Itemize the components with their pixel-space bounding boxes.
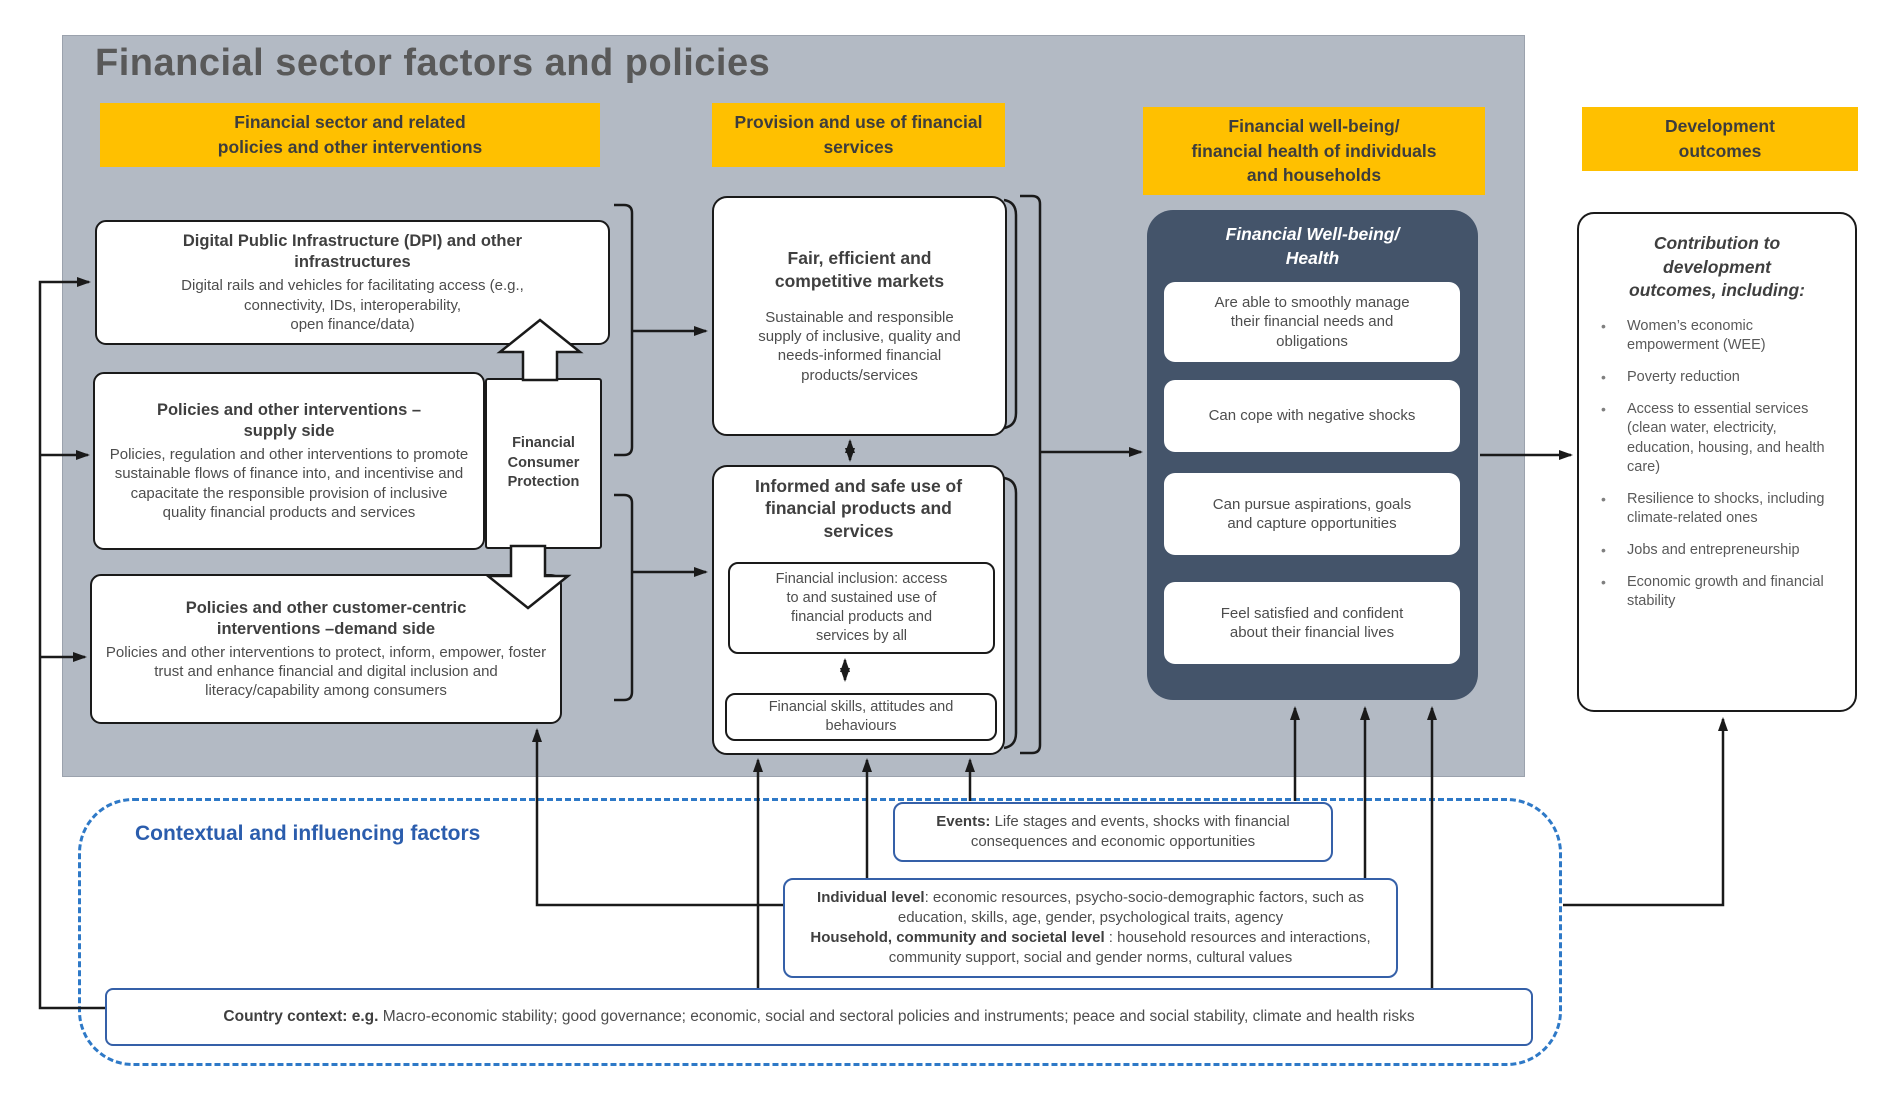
fair-markets-body: Sustainable and responsible supply of in… [758,309,961,384]
bullet-icon: • [1601,369,1606,386]
panel-title: Financial sector factors and policies [95,42,771,84]
household-level-text: Household, community and societal level … [810,929,1371,967]
financial-wellbeing-box: Financial Well-being/ Health Are able to… [1147,210,1478,700]
list-item: •Poverty reduction [1601,368,1839,387]
supply-title: Policies and other interventions – suppl… [156,401,422,441]
financial-wellbeing-title: Financial Well-being/ Health [1225,224,1400,268]
wellbeing-item: Feel satisfied and confident about their… [1164,582,1460,664]
wellbeing-item: Are able to smoothly manage their financ… [1164,282,1460,362]
dpi-box: Digital Public Infrastructure (DPI) and … [95,220,610,345]
header-provision: Provision and use of financial services [712,103,1005,167]
individual-level-text: Individual level: economic resources, ps… [817,888,1364,926]
bullet-icon: • [1601,401,1606,418]
development-outcomes-title: Contribution to development outcomes, in… [1629,233,1805,301]
header-development: Development outcomes [1582,107,1858,171]
demand-title: Policies and other customer-centric inte… [185,598,467,638]
dpi-body: Digital rails and vehicles for facilitat… [181,277,524,333]
events-text: Events: Life stages and events, shocks w… [936,812,1290,850]
header-wellbeing: Financial well-being/ financial health o… [1143,107,1485,195]
fair-markets-box: Fair, efficient and competitive markets … [712,196,1007,436]
dpi-title: Digital Public Infrastructure (DPI) and … [182,232,523,272]
list-item: •Economic growth and financial stability [1601,573,1839,611]
bullet-icon: • [1601,317,1606,334]
contextual-factors-title: Contextual and influencing factors [135,822,481,845]
individual-level-box: Individual level: economic resources, ps… [783,878,1398,978]
supply-side-box: Policies and other interventions – suppl… [93,372,485,550]
bullet-icon: • [1601,574,1606,591]
arrow-context-to-development [1563,717,1728,907]
financial-consumer-protection-box: Financial Consumer Protection [485,378,602,549]
list-item: •Resilience to shocks, including climate… [1601,490,1839,528]
informed-safe-use-box: Informed and safe use of financial produ… [712,465,1005,755]
demand-side-box: Policies and other customer-centric inte… [90,574,562,724]
country-context-text: Country context: e.g. Macro-economic sta… [223,1007,1415,1025]
fair-markets-title: Fair, efficient and competitive markets [774,248,945,291]
list-item: •Access to essential services (clean wat… [1601,400,1839,477]
bullet-icon: • [1601,542,1606,558]
development-bullets-list: •Women’s economic empowerment (WEE) •Pov… [1579,317,1855,625]
list-item: •Jobs and entrepreneurship [1601,541,1839,560]
country-context-box: Country context: e.g. Macro-economic sta… [105,988,1533,1046]
development-outcomes-box: Contribution to development outcomes, in… [1577,212,1857,712]
header-policies: Financial sector and related policies an… [100,103,600,167]
wellbeing-item: Can cope with negative shocks [1164,380,1460,452]
list-item: •Women’s economic empowerment (WEE) [1601,317,1839,355]
supply-body: Policies, regulation and other intervent… [109,446,469,521]
financial-inclusion-box: Financial inclusion: access to and susta… [728,562,995,654]
informed-safe-use-title: Informed and safe use of financial produ… [754,476,963,541]
financial-skills-box: Financial skills, attitudes and behaviou… [725,693,997,741]
events-box: Events: Life stages and events, shocks w… [893,802,1333,862]
demand-body: Policies and other interventions to prot… [105,643,547,700]
bullet-icon: • [1601,490,1606,507]
wellbeing-item: Can pursue aspirations, goals and captur… [1164,473,1460,555]
